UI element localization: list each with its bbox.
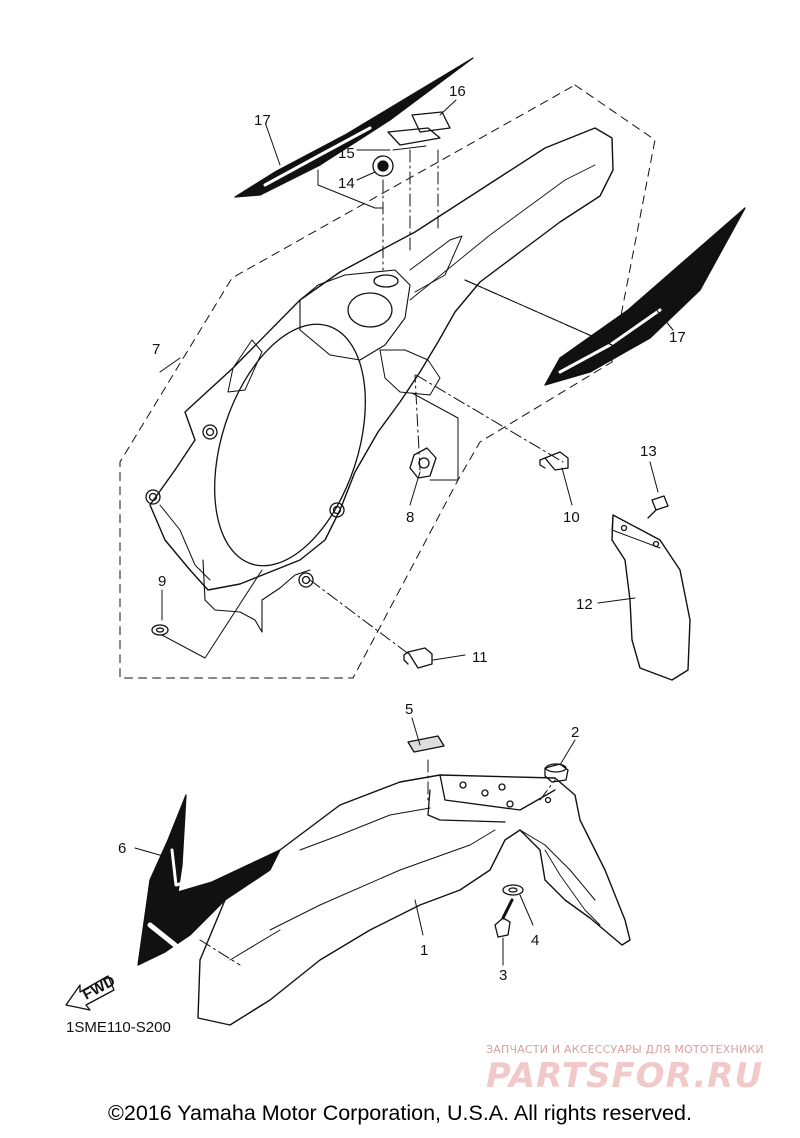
- mud-flap: [611, 514, 691, 681]
- bolt-10: [539, 451, 569, 471]
- callout-7: 7: [152, 341, 160, 358]
- bolt-11: [403, 647, 433, 669]
- watermark-logo: PARTSFOR.RU: [486, 1056, 764, 1096]
- callout-10: 10: [563, 509, 580, 526]
- fwd-arrow: FWD: [65, 972, 118, 1011]
- fender-bolt-3: [494, 898, 514, 938]
- callout-2: 2: [571, 724, 579, 741]
- fender-label-5: [407, 735, 445, 753]
- callout-11: 11: [472, 649, 488, 666]
- callout-4: 4: [531, 932, 539, 949]
- fwd-label: FWD: [80, 972, 118, 1003]
- callout-13: 13: [640, 443, 657, 460]
- callout-16: 16: [449, 83, 466, 100]
- rear-fender-graphic-left: [234, 57, 474, 198]
- callout-lines: [134, 99, 674, 966]
- assembly-lines: [199, 149, 613, 966]
- rear-fender-assembly-boundary: [119, 84, 656, 679]
- callout-5: 5: [405, 701, 413, 718]
- front-fender-graphic: [137, 794, 281, 966]
- fender-opening: [214, 323, 366, 567]
- callout-numbers: 1 2 3 4 5 6 7 8 9 10 11 12 13 14 15 16 1…: [118, 83, 686, 984]
- leader-lines: [159, 169, 613, 659]
- diagram-reference-code: 1SME110-S200: [66, 1019, 171, 1036]
- fender-nut-2: [544, 763, 569, 783]
- callout-3: 3: [499, 967, 507, 984]
- copyright-notice: ©2016 Yamaha Motor Corporation, U.S.A. A…: [108, 1101, 692, 1125]
- watermark-tagline: ЗАПЧАСТИ И АКСЕССУАРЫ ДЛЯ МОТОТЕХНИКИ: [486, 1043, 764, 1056]
- callout-9: 9: [158, 573, 166, 590]
- callout-14: 14: [338, 175, 355, 192]
- callout-1: 1: [420, 942, 428, 959]
- emblem-parts: [372, 111, 451, 177]
- callout-8: 8: [406, 509, 414, 526]
- washer-9: [151, 624, 169, 636]
- nut-8: [409, 447, 437, 479]
- callout-17-right: 17: [669, 329, 686, 346]
- callout-12: 12: [576, 596, 593, 613]
- callout-17-left: 17: [254, 112, 271, 129]
- callout-15: 15: [338, 145, 355, 162]
- rear-fender: [145, 127, 614, 633]
- front-fender: [197, 774, 631, 1026]
- callout-6: 6: [118, 840, 126, 857]
- rear-fender-graphic-right: [544, 207, 746, 386]
- screw-13: [647, 495, 669, 519]
- fender-washer-4: [502, 884, 524, 896]
